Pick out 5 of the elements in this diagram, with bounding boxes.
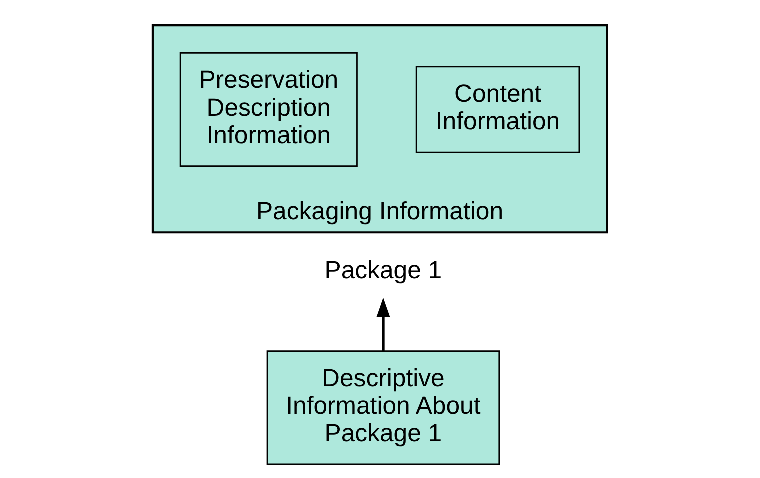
arrow bbox=[376, 297, 390, 351]
node-box: Content Information bbox=[416, 66, 580, 153]
node-box: Preservation Description Information bbox=[180, 52, 358, 167]
node-text: Package 1 bbox=[324, 257, 442, 284]
node-box: Descriptive Information About Package 1 bbox=[266, 350, 500, 465]
